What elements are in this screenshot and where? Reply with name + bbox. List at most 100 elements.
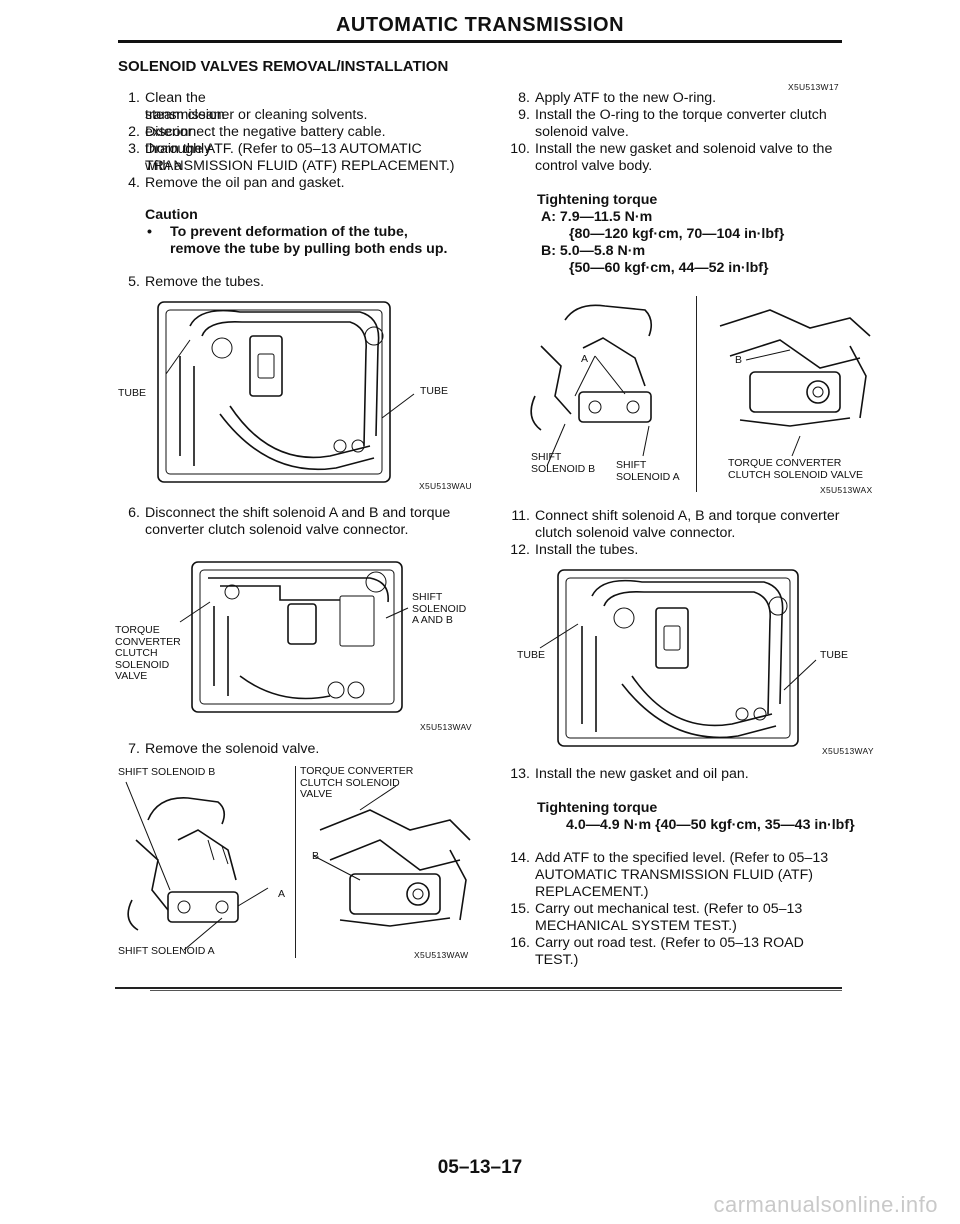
label-line: VALVE: [115, 670, 148, 682]
tcc-valve-install-diagram: [719, 309, 871, 457]
shift-solenoid-b-label: SHIFT SOLENOID B: [531, 451, 596, 475]
step-13: 13. Install the new gasket and oil pan.: [508, 766, 868, 784]
figure-code: X5U513WAX: [820, 485, 873, 495]
step-number: 8.: [518, 90, 530, 106]
step-number: 14.: [510, 850, 530, 866]
tube-label-right: TUBE: [820, 649, 849, 661]
label-line: CLUTCH SOLENOID VALVE: [728, 468, 863, 481]
step-number: 12.: [510, 542, 530, 558]
step-line: Carry out road test. (Refer to 05–13 ROA…: [535, 935, 804, 951]
figure-code: X5U513WAV: [420, 722, 472, 732]
step-line: Disconnect the shift solenoid A and B an…: [145, 505, 451, 521]
tcc-valve-label: TORQUE CONVERTER CLUTCH SOLENOID VALVE: [728, 457, 863, 481]
step-line: converter clutch solenoid valve connecto…: [145, 522, 409, 538]
torque-b-conversion: {50—60 kgf·cm, 44—52 in·lbf}: [569, 260, 769, 276]
label-line: TORQUE CONVERTER: [300, 765, 414, 777]
step-text: Remove the tubes.: [145, 274, 265, 290]
steps-14-16: 14. Add ATF to the specified level. (Ref…: [508, 850, 868, 980]
label-line: CONVERTER: [115, 635, 181, 648]
steps-8-10: 8. Apply ATF to the new O-ring. 9. Insta…: [508, 90, 868, 180]
step-number: 3.: [128, 141, 140, 157]
label-line: VALVE: [300, 788, 333, 800]
shift-solenoid-install-diagram: [530, 304, 653, 467]
step-line: solenoid valve.: [535, 124, 629, 140]
step-number: 11.: [511, 508, 530, 524]
label-line: SOLENOID: [412, 602, 467, 615]
oil-pan-tubes-diagram: [157, 301, 415, 483]
torque-a-conversion: {80—120 kgf·cm, 70—104 in·lbf}: [569, 226, 785, 242]
figure-code: X5U513WAU: [419, 481, 472, 491]
footer-rule-thin: [150, 990, 842, 991]
shift-solenoid-a-label: SHIFT SOLENOID A: [118, 945, 215, 957]
shift-solenoid-b-label: SHIFT SOLENOID B: [118, 766, 216, 778]
torque-value: 4.0—4.9 N·m {40—50 kgf·cm, 35—43 in·lbf}: [566, 817, 855, 833]
label-line: TORQUE CONVERTER: [728, 457, 842, 469]
tube-label-left: TUBE: [517, 649, 546, 661]
label-line: SHIFT: [616, 459, 647, 471]
step-number: 2.: [128, 124, 140, 140]
step-5: 5. Remove the tubes.: [118, 274, 498, 292]
step-number: 7.: [128, 741, 140, 757]
steps-11-12: 11. Connect shift solenoid A, B and torq…: [508, 508, 868, 562]
tcc-valve-label: TORQUE CONVERTER CLUTCH SOLENOID VALVE: [300, 765, 414, 801]
steps-1-4: 1. Clean the transmission exterior thoro…: [118, 90, 498, 200]
step-line: Drain the ATF. (Refer to 05–13 AUTOMATIC: [145, 141, 422, 157]
step-line: MECHANICAL SYSTEM TEST.): [535, 918, 737, 934]
step-number: 10.: [510, 141, 530, 157]
shift-solenoid-ab-label: SHIFT SOLENOID A AND B: [412, 591, 467, 627]
document-code: X5U513W17: [788, 82, 839, 92]
watermark: carmanualsonline.info: [713, 1192, 938, 1217]
step-text: Remove the solenoid valve.: [145, 741, 320, 757]
step-line: Remove the oil pan and gasket.: [145, 175, 345, 191]
step-number: 5.: [128, 274, 140, 290]
label-line: TORQUE: [115, 624, 160, 636]
label-line: A AND B: [412, 614, 453, 626]
step-line: clutch solenoid valve connector.: [535, 525, 736, 541]
figure-code: X5U513WAW: [414, 950, 469, 960]
footer-rule: [115, 987, 842, 989]
caution-bullet: •: [147, 224, 152, 240]
figure-divider: [696, 296, 697, 492]
step-line: Apply ATF to the new O-ring.: [535, 90, 717, 106]
label-line: SHIFT: [412, 591, 443, 603]
step-line: Carry out mechanical test. (Refer to 05–…: [535, 901, 803, 917]
step-number: 13.: [510, 766, 530, 782]
torque-b-value: B: 5.0—5.8 N·m: [541, 243, 646, 259]
step-line: Add ATF to the specified level. (Refer t…: [535, 850, 829, 866]
torque-title: Tightening torque: [537, 800, 658, 816]
page-number: 05–13–17: [437, 1157, 523, 1178]
step-7: 7. Remove the solenoid valve.: [118, 741, 498, 759]
shift-solenoid-a-label: SHIFT SOLENOID A: [616, 459, 680, 483]
step-line: control valve body.: [535, 158, 653, 174]
step-line: Install the new gasket and solenoid valv…: [535, 141, 833, 157]
label-line: CLUTCH: [115, 647, 158, 659]
step-6: 6. Disconnect the shift solenoid A and B…: [118, 505, 498, 541]
step-number: 4.: [128, 175, 140, 191]
tcc-solenoid-label: TORQUE CONVERTER CLUTCH SOLENOID VALVE: [115, 624, 181, 683]
tube-label-left: TUBE: [118, 387, 147, 399]
step-line: TEST.): [535, 952, 579, 968]
step-line: steam cleaner or cleaning solvents.: [145, 107, 368, 123]
label-line: SOLENOID A: [616, 470, 680, 483]
label-line: SHIFT: [531, 451, 562, 463]
oil-pan-tubes-install-diagram: [539, 569, 817, 747]
label-line: CLUTCH SOLENOID: [300, 776, 400, 789]
step-line: REPLACEMENT.): [535, 884, 649, 900]
bolt-b-label: B: [735, 354, 743, 366]
step-line: TRANSMISSION FLUID (ATF) REPLACEMENT.): [145, 158, 455, 174]
step-number: 16.: [510, 935, 530, 951]
label-line: SOLENOID B: [531, 462, 596, 475]
step-text: Install the new gasket and oil pan.: [535, 766, 749, 782]
step-number: 1.: [128, 90, 140, 106]
bolt-a-label: A: [278, 888, 286, 900]
caution-line: To prevent deformation of the tube,: [170, 224, 408, 240]
header-rule: [118, 40, 842, 43]
step-number: 6.: [128, 505, 140, 521]
section-title: SOLENOID VALVES REMOVAL/INSTALLATION: [118, 58, 449, 75]
tcc-valve-removal-diagram: [313, 785, 471, 927]
bolt-a-label: A: [581, 353, 589, 365]
step-line: Connect shift solenoid A, B and torque c…: [535, 508, 840, 524]
step-line: AUTOMATIC TRANSMISSION FLUID (ATF): [535, 867, 813, 883]
step-number: 9.: [518, 107, 530, 123]
caution-line: remove the tube by pulling both ends up.: [170, 241, 448, 257]
